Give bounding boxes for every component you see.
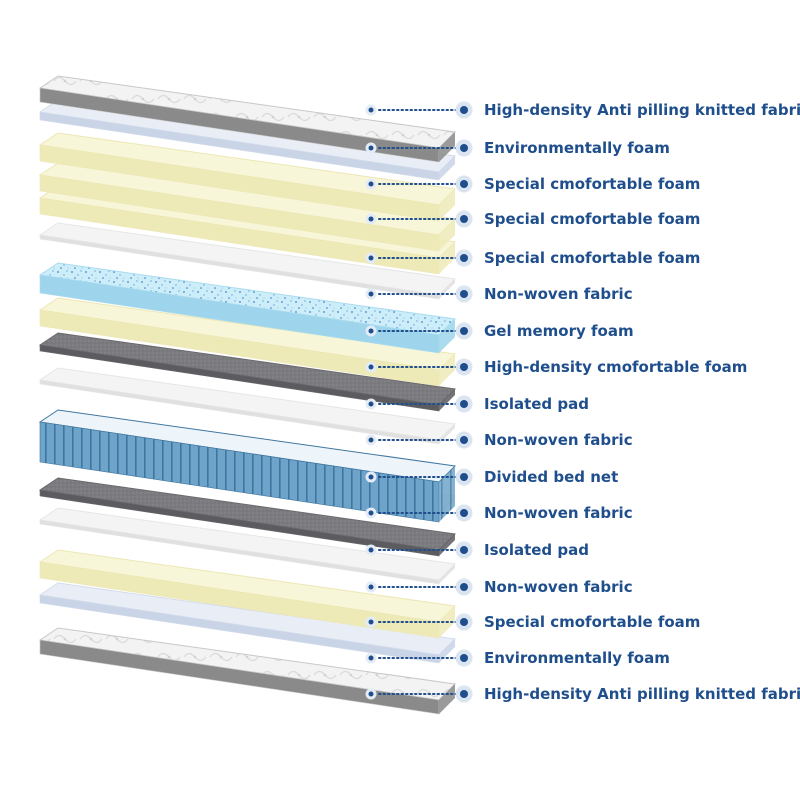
layer-comfort-foam — [38, 162, 457, 252]
layer-non-woven — [38, 222, 457, 300]
connector-7 — [365, 322, 473, 340]
layer-label-15: Special cmofortable foam — [484, 613, 701, 631]
layer-non-woven — [38, 507, 457, 585]
layer-spring-net — [38, 409, 457, 523]
connector-14 — [365, 578, 473, 596]
layer-knitted-fabric-bottom — [38, 627, 457, 715]
connector-2 — [365, 139, 473, 157]
layer-label-16: Environmentally foam — [484, 649, 670, 667]
label-marker-dot — [460, 363, 468, 371]
layer-anchor-dot-core — [368, 510, 374, 516]
layer-comfort-foam — [38, 297, 457, 387]
label-marker-dot — [460, 690, 468, 698]
layer-anchor-dot-core — [368, 437, 374, 443]
connector-16 — [365, 649, 473, 667]
layer-anchor-dot-core — [368, 584, 374, 590]
layer-anchor-dot-core — [368, 691, 374, 697]
layer-isolated-pad — [38, 477, 457, 557]
layer-anchor-dot-core — [368, 145, 374, 151]
layer-comfort-foam — [38, 549, 457, 639]
label-marker-dot — [460, 583, 468, 591]
label-marker-dot — [460, 618, 468, 626]
layer-knitted-fabric-top — [38, 75, 457, 163]
layer-anchor-dot-core — [368, 401, 374, 407]
label-marker-dot — [460, 327, 468, 335]
layer-anchor-dot-core — [368, 216, 374, 222]
layer-anchor-dot-core — [368, 328, 374, 334]
connector-3 — [365, 175, 473, 193]
label-marker-dot — [460, 144, 468, 152]
layer-anchor-dot-core — [368, 107, 374, 113]
layer-anchor-dot-core — [368, 547, 374, 553]
layer-label-1: High-density Anti pilling knitted fabric — [484, 101, 800, 119]
layer-anchor-dot-core — [368, 291, 374, 297]
connector-5 — [365, 249, 473, 267]
layer-anchor-dot-core — [368, 255, 374, 261]
layer-label-3: Special cmofortable foam — [484, 175, 701, 193]
label-marker-dot — [460, 509, 468, 517]
layer-isolated-pad — [38, 332, 457, 412]
layer-label-2: Environmentally foam — [484, 139, 670, 157]
label-marker-dot — [460, 106, 468, 114]
layer-anchor-dot-core — [368, 619, 374, 625]
layer-gel-memory-foam — [38, 262, 457, 354]
label-marker-dot — [460, 436, 468, 444]
layer-label-7: Gel memory foam — [484, 322, 634, 340]
label-marker-dot — [460, 654, 468, 662]
connector-15 — [365, 613, 473, 631]
layer-label-10: Non-woven fabric — [484, 431, 633, 449]
layer-label-14: Non-woven fabric — [484, 578, 633, 596]
layer-label-4: Special cmofortable foam — [484, 210, 701, 228]
connector-11 — [365, 468, 473, 486]
layer-label-8: High-density cmofortable foam — [484, 358, 748, 376]
label-marker-dot — [460, 254, 468, 262]
layer-anchor-dot-core — [368, 474, 374, 480]
connector-12 — [365, 504, 473, 522]
label-marker-dot — [460, 290, 468, 298]
connector-4 — [365, 210, 473, 228]
layer-label-11: Divided bed net — [484, 468, 619, 486]
label-marker-dot — [460, 473, 468, 481]
label-marker-dot — [460, 546, 468, 554]
connector-17 — [365, 685, 473, 703]
layer-label-9: Isolated pad — [484, 395, 589, 413]
layer-label-12: Non-woven fabric — [484, 504, 633, 522]
layer-anchor-dot-core — [368, 655, 374, 661]
layer-label-13: Isolated pad — [484, 541, 589, 559]
label-marker-dot — [460, 215, 468, 223]
layer-label-6: Non-woven fabric — [484, 285, 633, 303]
layer-anchor-dot-core — [368, 364, 374, 370]
connector-13 — [365, 541, 473, 559]
label-marker-dot — [460, 400, 468, 408]
layer-anchor-dot-core — [368, 181, 374, 187]
connector-10 — [365, 431, 473, 449]
layer-comfort-foam — [38, 132, 457, 222]
connector-6 — [365, 285, 473, 303]
connector-9 — [365, 395, 473, 413]
layer-label-5: Special cmofortable foam — [484, 249, 701, 267]
layer-non-woven — [38, 367, 457, 445]
connector-8 — [365, 358, 473, 376]
connector-1 — [365, 101, 473, 119]
layer-label-17: High-density Anti pilling knitted fabric — [484, 685, 800, 703]
label-marker-dot — [460, 180, 468, 188]
